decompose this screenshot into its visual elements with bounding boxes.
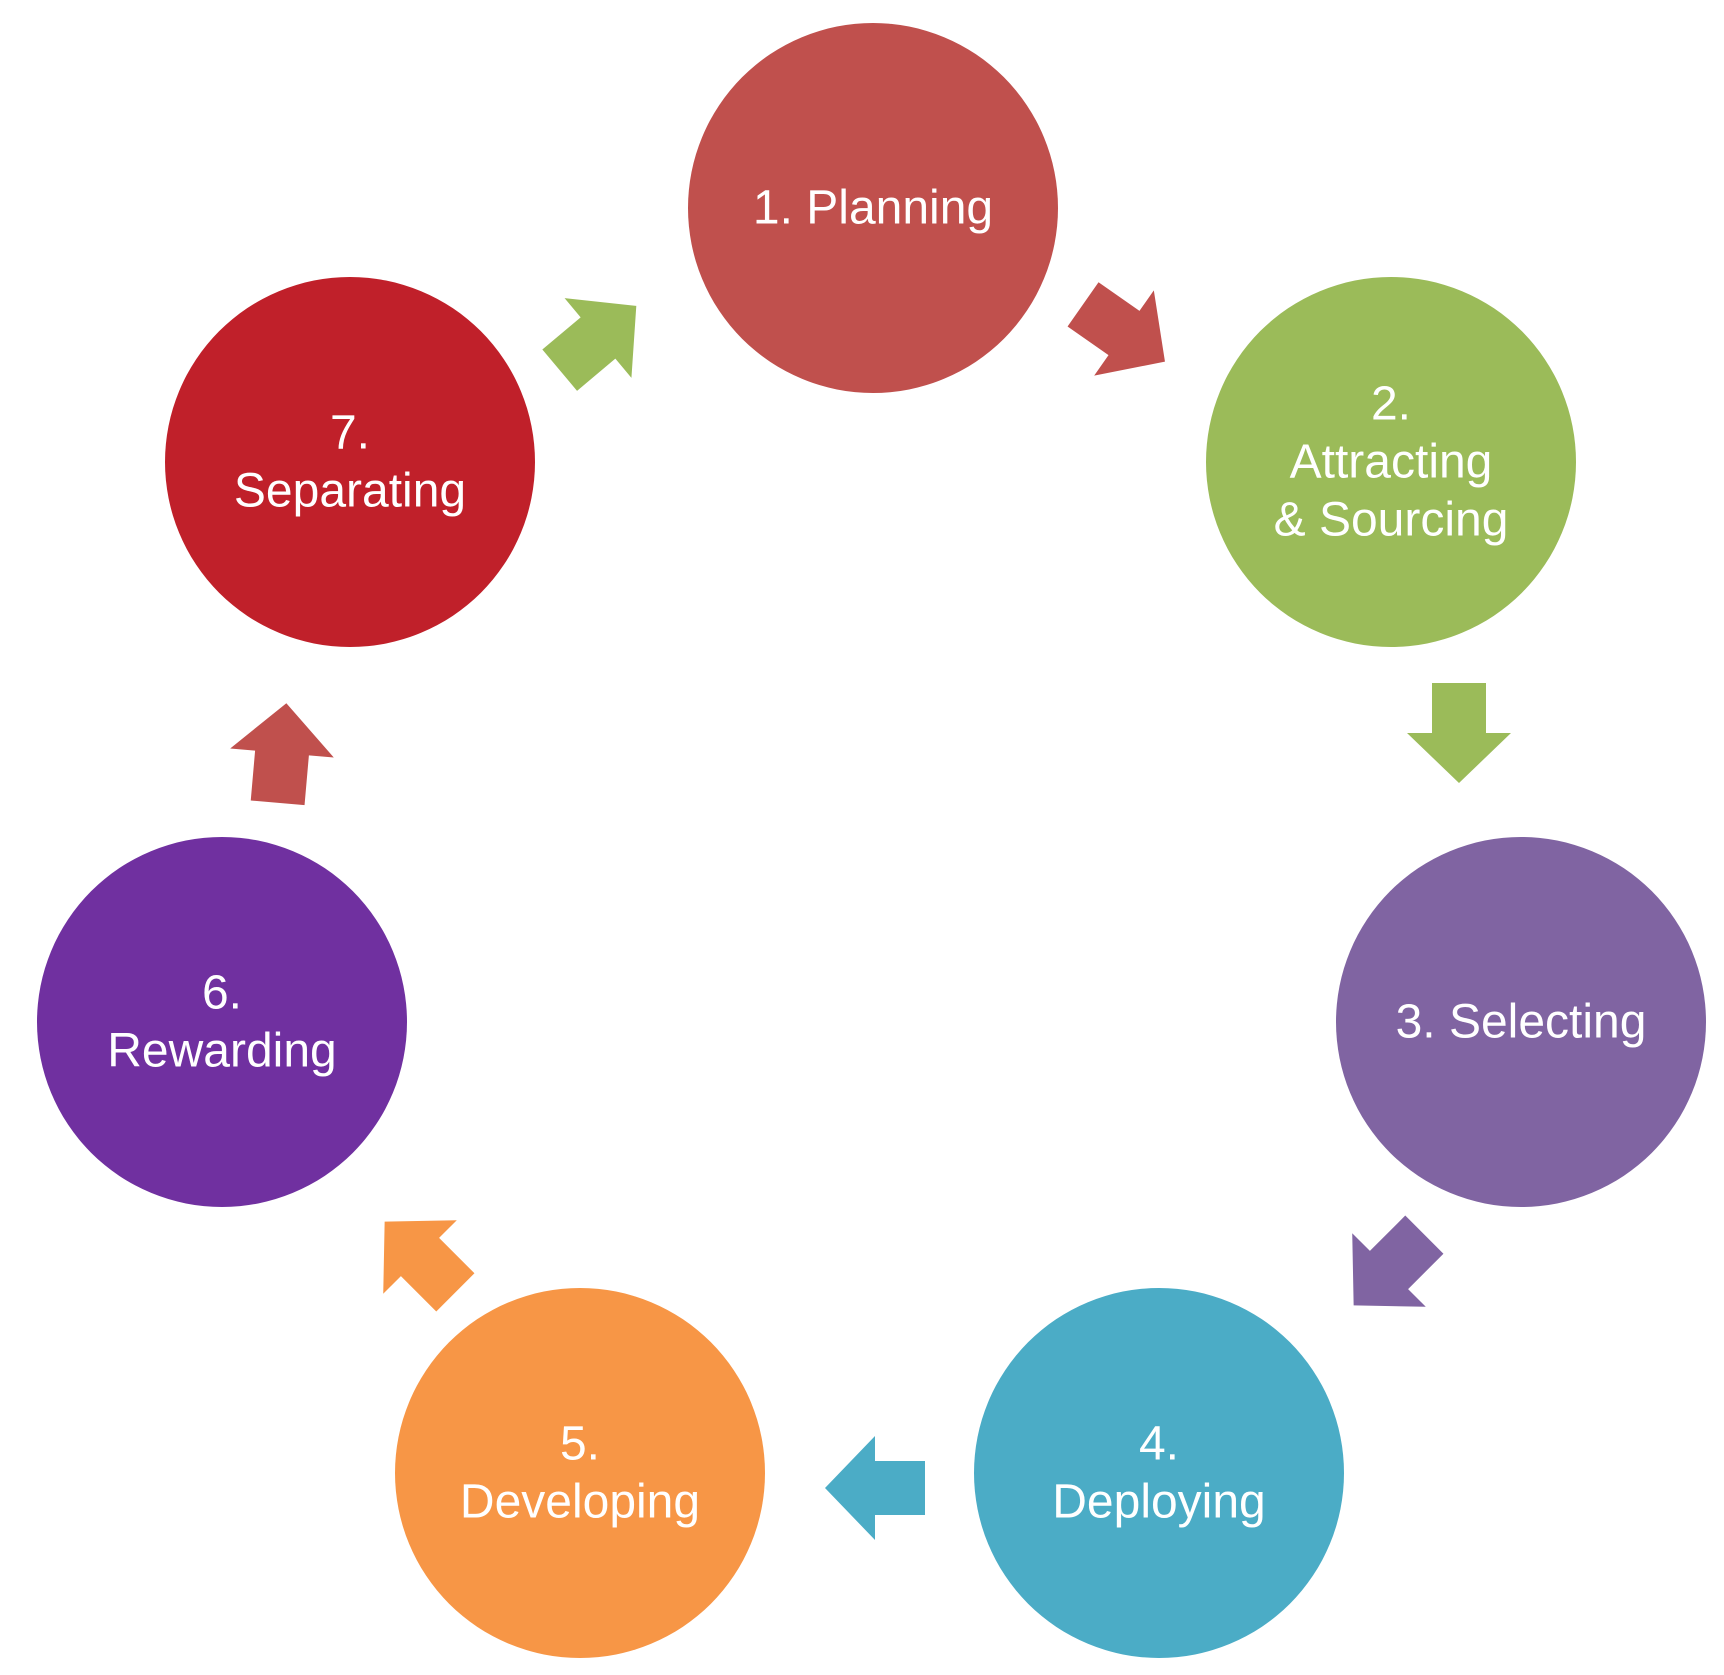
arrow-developing-to-rewarding — [383, 1220, 475, 1312]
arrow-deploying-to-developing — [825, 1436, 925, 1540]
step-label: Attracting — [1290, 436, 1493, 489]
step-selecting: 3. Selecting — [1336, 837, 1706, 1207]
step-label: 6. — [202, 967, 242, 1020]
steps-layer: 1. Planning 2.Attracting& Sourcing 3. Sele… — [37, 23, 1706, 1658]
step-label: 3. Selecting — [1396, 996, 1647, 1049]
step-circle — [974, 1288, 1344, 1658]
step-developing: 5.Developing — [395, 1288, 765, 1658]
arrow-planning-to-attracting-sourcing — [1067, 282, 1165, 376]
arrow-separating-to-planning — [542, 298, 637, 391]
step-label: 5. — [560, 1418, 600, 1471]
step-circle — [165, 277, 535, 647]
arrow-selecting-to-deploying — [1352, 1215, 1444, 1307]
step-label: Separating — [234, 465, 466, 518]
step-rewarding: 6.Rewarding — [37, 837, 407, 1207]
arrows-layer — [230, 282, 1511, 1540]
step-attracting-sourcing: 2.Attracting& Sourcing — [1206, 277, 1576, 647]
arrow-rewarding-to-separating — [230, 703, 334, 806]
step-label: Deploying — [1052, 1476, 1265, 1529]
step-label: 7. — [330, 407, 370, 460]
step-circle — [688, 23, 1058, 393]
step-circle — [1206, 277, 1576, 647]
step-label: 4. — [1139, 1418, 1179, 1471]
step-label: Developing — [460, 1476, 700, 1529]
step-label: 1. Planning — [753, 182, 993, 235]
step-circle — [37, 837, 407, 1207]
step-label: & Sourcing — [1274, 494, 1509, 547]
step-label: 2. — [1371, 378, 1411, 431]
step-circle — [395, 1288, 765, 1658]
arrow-attracting-sourcing-to-selecting — [1407, 683, 1511, 783]
step-label: Rewarding — [107, 1025, 336, 1078]
step-deploying: 4.Deploying — [974, 1288, 1344, 1658]
step-separating: 7.Separating — [165, 277, 535, 647]
step-planning: 1. Planning — [688, 23, 1058, 393]
step-circle — [1336, 837, 1706, 1207]
